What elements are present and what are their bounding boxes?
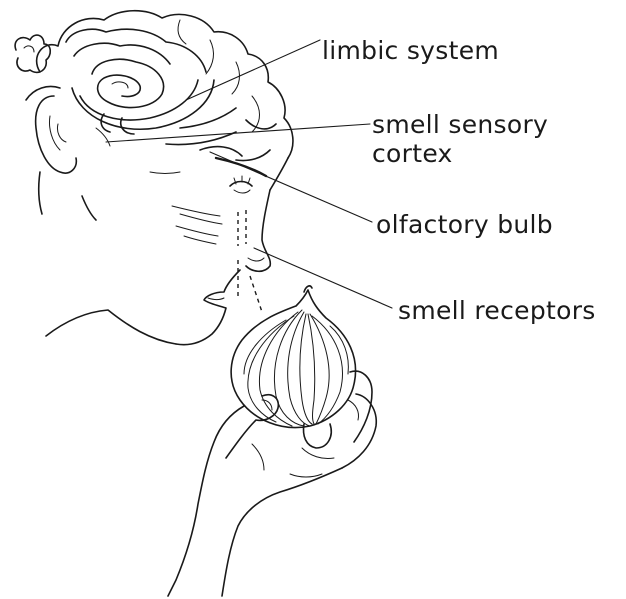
leader-olfactory-bulb: [210, 152, 372, 222]
hand-illustration: [168, 371, 376, 596]
brain-outline: [15, 11, 293, 161]
label-smell-receptors: smell receptors: [398, 296, 596, 325]
leader-smell-sensory-cortex: [106, 124, 370, 142]
label-olfactory-bulb: olfactory bulb: [376, 210, 553, 239]
label-smell-sensory-cortex-line1: smell sensory: [372, 110, 548, 139]
mouth: [176, 270, 240, 345]
leader-smell-receptors: [254, 248, 392, 308]
head-outline: [26, 87, 288, 345]
onion-illustration: [231, 286, 355, 428]
label-smell-sensory-cortex: smell sensory cortex: [372, 110, 548, 168]
label-smell-sensory-cortex-line2: cortex: [372, 139, 548, 168]
label-limbic-system: limbic system: [322, 36, 499, 65]
ear: [36, 96, 77, 173]
